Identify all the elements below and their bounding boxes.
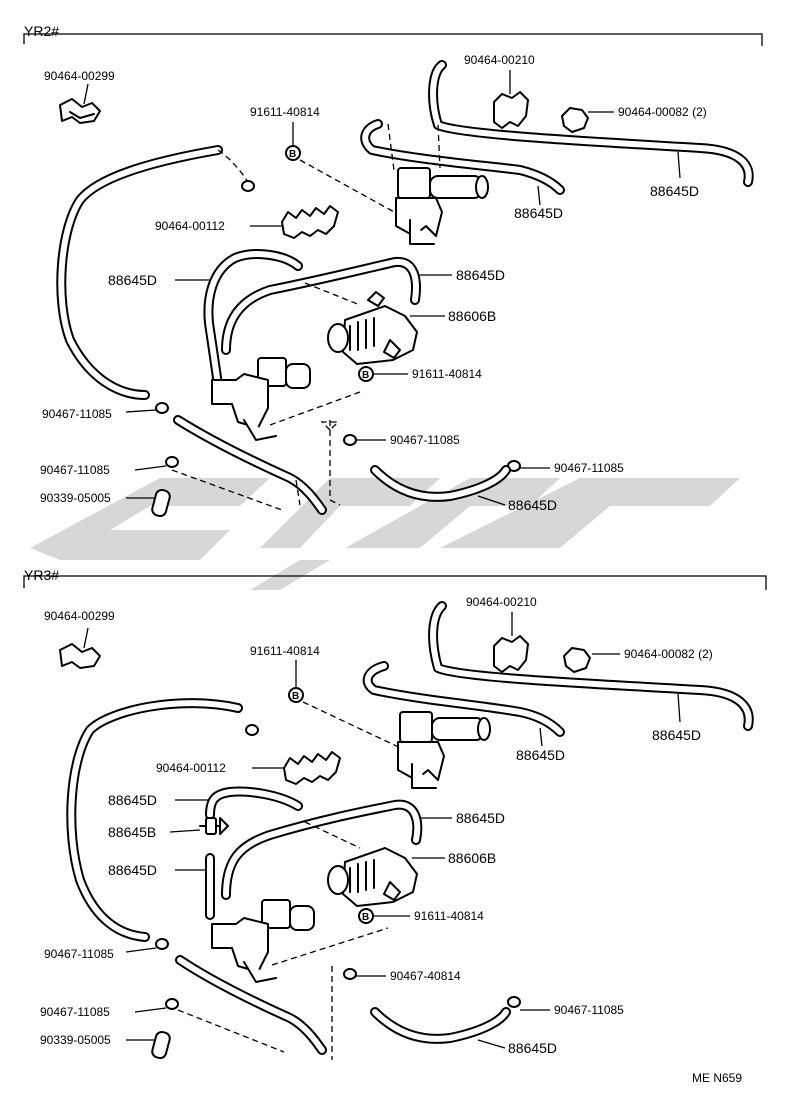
clamp-icon	[165, 456, 179, 468]
section-title: YR3#	[24, 567, 59, 583]
valve-upper-right	[395, 167, 489, 245]
part-label: 90464-00299	[44, 609, 115, 623]
part-label: 88606B	[448, 308, 496, 324]
clamp-icon	[343, 968, 357, 980]
footer-code: ME N659	[692, 1071, 742, 1085]
hose-88645D-mid	[362, 661, 565, 737]
section-bracket	[23, 575, 767, 590]
clip-90464-00210	[493, 635, 529, 673]
valve-lower-left	[211, 357, 311, 441]
part-label: 88645D	[516, 747, 565, 763]
ref-mark-b	[285, 145, 301, 161]
part-label: 90467-11085	[44, 947, 114, 961]
part-label: 90467-11085	[554, 1003, 624, 1017]
part-label: 88645D	[508, 497, 557, 513]
plug-90339-05005	[151, 488, 171, 518]
hose-88645D-bottom	[370, 1007, 511, 1044]
ref-mark-text: B	[362, 370, 369, 381]
part-label: 90464-00082 (2)	[618, 105, 707, 119]
hose-88645D-upper	[221, 799, 423, 900]
part-label: 90339-05005	[40, 491, 111, 505]
ref-mark-text: B	[289, 149, 296, 160]
part-label: 88645D	[514, 205, 563, 221]
hose-88645D-mid	[360, 119, 565, 195]
clip-90464-00210	[493, 91, 529, 129]
part-label: 91611-40814	[250, 644, 320, 658]
watermark-logo	[30, 478, 740, 590]
section-bracket	[23, 33, 763, 46]
actuator-88606B	[327, 291, 418, 365]
section-title: YR2#	[24, 23, 59, 39]
part-label: 91611-40814	[414, 909, 484, 923]
part-label: 90467-40814	[390, 969, 461, 983]
part-label: 88645D	[508, 1040, 557, 1056]
part-label: 90467-11085	[40, 463, 110, 477]
hose-88645D-right	[428, 601, 754, 731]
clamp-icon	[155, 938, 169, 950]
part-label: 88645D	[108, 792, 157, 808]
plug-90339-05005	[151, 1030, 171, 1060]
clip-90464-00082	[563, 647, 591, 673]
clamp-icon	[165, 998, 179, 1010]
ref-mark-text: B	[292, 691, 299, 702]
part-label: 90464-00112	[156, 761, 226, 775]
pipe-lower	[173, 415, 327, 515]
hose-left-long	[56, 145, 223, 400]
part-label: 90467-11085	[40, 1005, 110, 1019]
part-label: 88645D	[456, 267, 505, 283]
hose-88645D-upper	[221, 256, 421, 355]
pipe-lower	[175, 955, 327, 1055]
clamp-icon	[343, 434, 357, 446]
part-label: 91611-40814	[250, 105, 320, 119]
hose-left-long	[66, 698, 243, 942]
part-label: 90464-00112	[155, 219, 225, 233]
part-label: 90467-11085	[554, 461, 624, 475]
hose-88645D-bottom	[370, 465, 511, 502]
part-label: 90464-00210	[464, 53, 535, 67]
clip-90464-00299	[59, 643, 101, 669]
valve-lower-left	[211, 899, 315, 983]
part-label: 88606B	[448, 850, 496, 866]
part-label: 90467-11085	[42, 407, 112, 421]
part-label: 88645D	[650, 183, 699, 199]
part-label: 91611-40814	[412, 367, 482, 381]
clip-90464-00112	[283, 751, 341, 785]
part-label: 88645B	[108, 824, 156, 840]
clamp-icon	[241, 180, 255, 192]
hose-88645D-right	[428, 60, 754, 187]
part-label: 90464-00082 (2)	[624, 647, 713, 661]
valve-upper-right	[397, 711, 491, 789]
hose-88645D-left	[203, 249, 303, 390]
ref-mark-text: B	[362, 912, 369, 923]
part-label: 90467-11085	[390, 433, 460, 447]
clamp-icon	[155, 402, 169, 414]
part-label: 90464-00299	[44, 69, 115, 83]
section-yr3: YR3# 90464-00299 B 91611-40814 90464-001…	[23, 567, 767, 1060]
section-yr2: YR2# 90464-00299 B 91611-40814 90464-001…	[23, 23, 763, 518]
connector-88645B	[199, 817, 229, 835]
clamp-icon	[507, 996, 521, 1008]
clip-90464-00299	[59, 98, 101, 124]
part-label: 90339-05005	[40, 1033, 111, 1047]
actuator-88606B	[327, 847, 418, 907]
hose-88645D-left	[205, 786, 303, 820]
part-label: 88645D	[108, 862, 157, 878]
clip-90464-00112	[281, 205, 339, 239]
part-label: 90464-00210	[466, 595, 537, 609]
part-label: 88645D	[456, 810, 505, 826]
clip-90464-00082	[561, 107, 589, 133]
clamp-icon	[245, 724, 259, 736]
part-label: 88645D	[108, 272, 157, 288]
part-label: 88645D	[652, 727, 701, 743]
